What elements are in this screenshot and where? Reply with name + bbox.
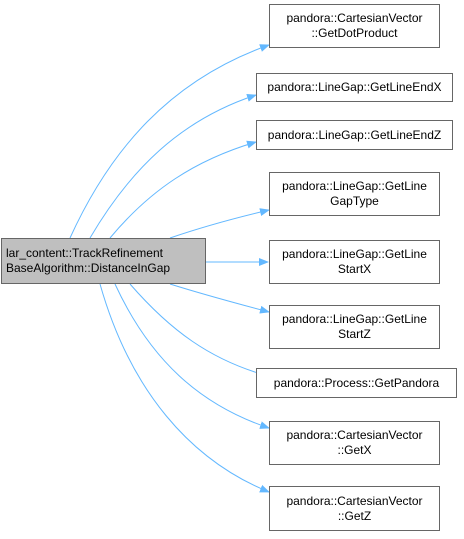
edge-to-get-line-end-z — [109, 140, 257, 239]
node-get-line-end-z[interactable]: pandora::LineGap::GetLineEndZ — [256, 120, 453, 150]
node-label-line1: pandora::LineGap::GetLineEndZ — [267, 127, 442, 142]
node-label-line2: StartZ — [338, 327, 371, 341]
node-label-line1: pandora::CartesianVector — [286, 493, 423, 508]
root-node-line1: lar_content::TrackRefinement — [6, 246, 163, 260]
node-label-line2: StartX — [337, 262, 372, 276]
node-label-line1: pandora::LineGap::GetLine — [282, 179, 427, 193]
edge-to-get-line-end-x — [89, 94, 257, 239]
node-label-line1: pandora::CartesianVector — [286, 428, 423, 442]
node-get-z[interactable]: pandora::CartesianVector ::GetZ — [269, 486, 440, 531]
edge-to-get-line-start-z — [169, 283, 270, 314]
edge-to-get-z — [99, 283, 270, 493]
node-label-line1: pandora::LineGap::GetLineEndX — [267, 80, 442, 94]
node-label-line2: ::GetZ — [337, 508, 372, 523]
node-get-pandora[interactable]: pandora::Process::GetPandora — [256, 368, 457, 398]
node-label-line1: pandora::CartesianVector — [286, 11, 423, 25]
node-get-dot-product[interactable]: pandora::CartesianVector ::GetDotProduct — [269, 4, 440, 48]
node-label-line2: GapType — [330, 194, 379, 208]
node-get-line-start-z[interactable]: pandora::LineGap::GetLine StartZ — [269, 305, 440, 349]
node-get-line-end-x[interactable]: pandora::LineGap::GetLineEndX — [256, 73, 453, 102]
node-label-line2: ::GetX — [337, 443, 372, 457]
node-get-x[interactable]: pandora::CartesianVector ::GetX — [269, 421, 440, 465]
edge-to-get-dot-product — [69, 44, 270, 239]
node-label-line1: pandora::Process::GetPandora — [273, 375, 440, 390]
node-get-line-gap-type[interactable]: pandora::LineGap::GetLine GapType — [269, 172, 440, 216]
edge-to-get-pandora — [129, 283, 269, 378]
edge-to-get-x — [114, 283, 270, 429]
root-node-distance-in-gap: lar_content::TrackRefinement BaseAlgorit… — [1, 238, 206, 284]
node-label-line1: pandora::LineGap::GetLine — [282, 312, 427, 326]
node-label-line1: pandora::LineGap::GetLine — [282, 247, 427, 261]
edge-to-get-line-gap-type — [169, 208, 270, 239]
node-label-line2: ::GetDotProduct — [311, 26, 398, 40]
root-node-line2: BaseAlgorithm::DistanceInGap — [6, 261, 171, 275]
node-get-line-start-x[interactable]: pandora::LineGap::GetLine StartX — [269, 240, 440, 284]
